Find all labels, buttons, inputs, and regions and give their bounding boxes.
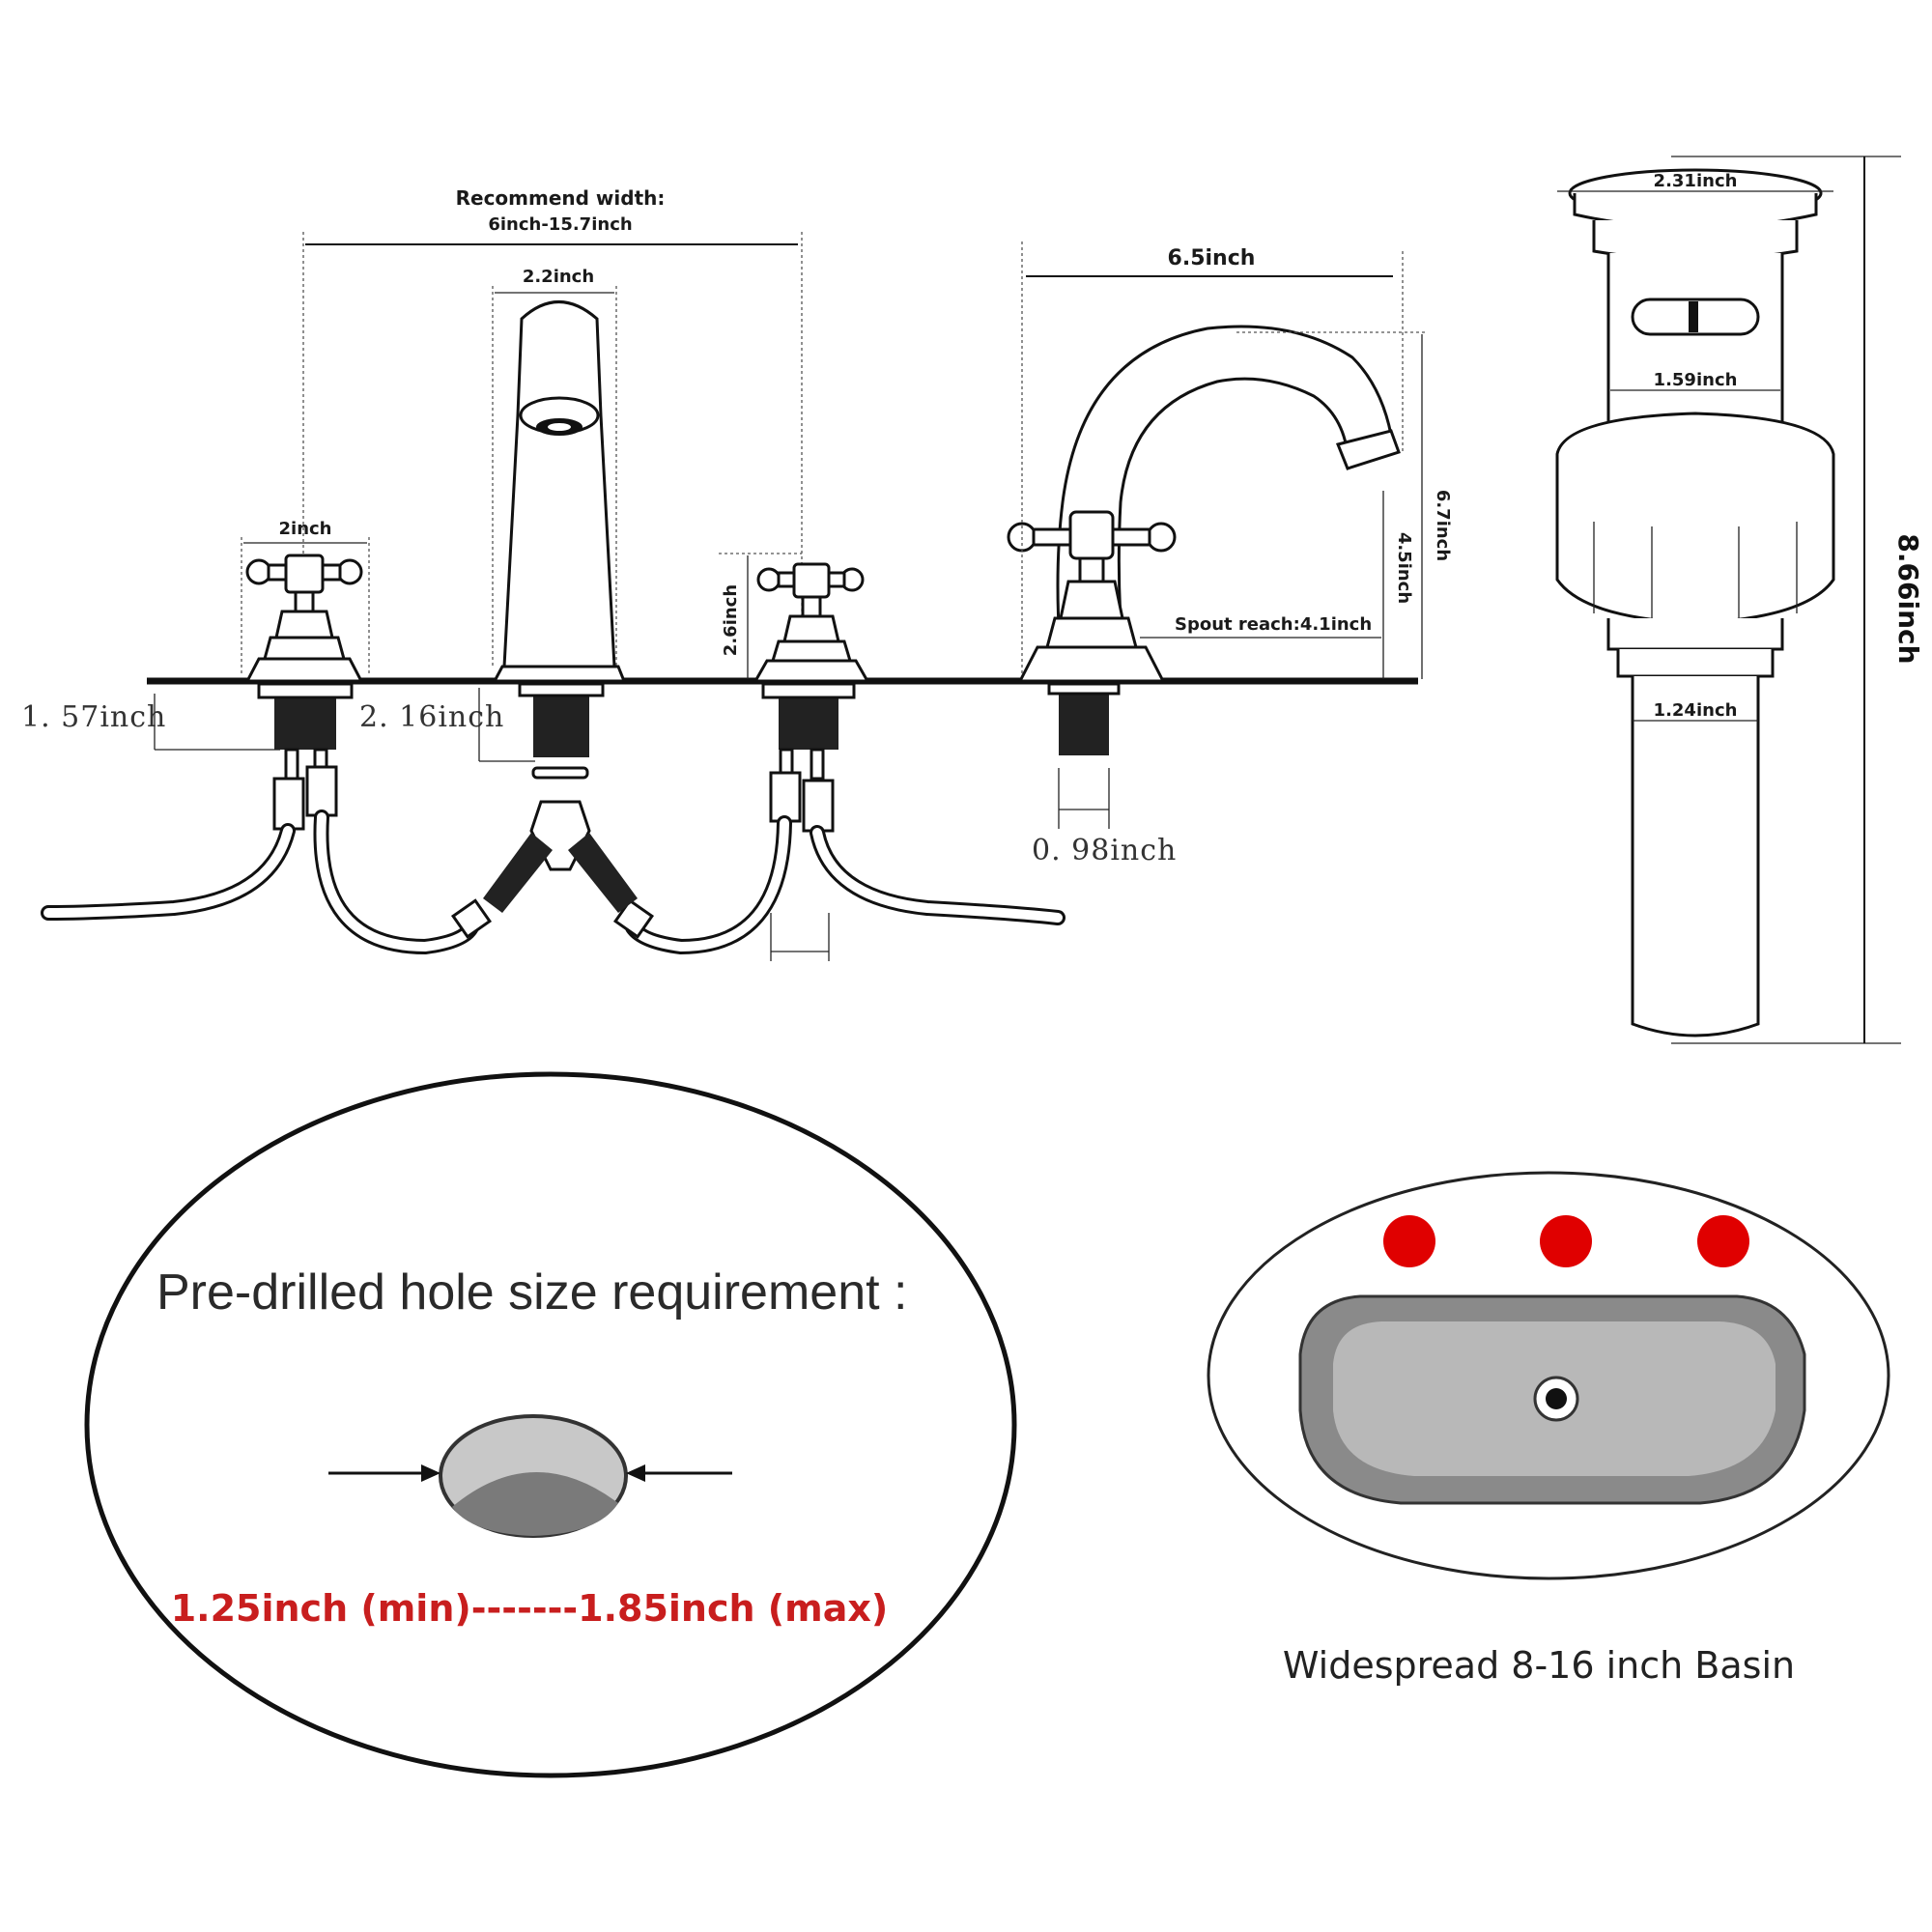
drain-tail-diameter-label: 1.24inch [1654, 700, 1738, 721]
right-handle-base [753, 659, 870, 683]
spout-reach-label: Spout reach:4.1inch [1175, 614, 1372, 635]
side-view-faucet [1007, 325, 1401, 683]
spout-length-label: 6.5inch [1168, 246, 1256, 270]
drain-height-label: 8.66inch [1892, 533, 1924, 664]
spout-body [502, 300, 616, 668]
spout-shank-length-label: 2. 16inch [359, 700, 504, 734]
left-shank [274, 696, 336, 750]
spout-shank [533, 694, 589, 757]
drain-tailpiece [1631, 676, 1760, 1037]
basin-hole-center [1540, 1215, 1592, 1267]
supply-hoses [41, 748, 1065, 955]
hole-requirement-panel: Pre-drilled hole size requirement : 1.25… [84, 1071, 1017, 1778]
drain-body-diameter-label: 1.59inch [1654, 370, 1738, 390]
left-hose-nut-1 [272, 777, 305, 831]
right-handle-cross [792, 562, 831, 599]
drain-diagram: 2.31inch 1.59inch 1.24inch 8.66inch [1555, 156, 1924, 1044]
spout-height-label: 4.5inch [1394, 532, 1414, 604]
handle-width-label: 2inch [279, 519, 332, 539]
shank-diameter-label: 0. 98inch [1032, 834, 1177, 867]
left-handle-cross [284, 554, 325, 594]
handle-height-label: 2.6inch [721, 584, 741, 656]
side-handle-cross [1068, 510, 1115, 560]
right-hose-nut-1 [769, 771, 802, 823]
center-spout [492, 300, 627, 683]
spout-width-label: 2.2inch [523, 267, 594, 287]
recommend-width-title: Recommend width: [456, 186, 666, 210]
basin-panel: Widespread 8-16 inch Basin [1207, 1171, 1890, 1687]
spout-base [492, 665, 627, 683]
recommend-width-value: 6inch-15.7inch [488, 214, 632, 235]
drain-top-diameter-label: 2.31inch [1654, 171, 1738, 191]
right-handle [753, 562, 870, 683]
drain-body [1606, 253, 1784, 435]
left-handle-base [244, 657, 364, 683]
handle-shank-length-label: 1. 57inch [21, 700, 166, 734]
right-hose-nut-2 [802, 779, 835, 833]
side-spout-shank [1059, 692, 1109, 755]
side-spout-arc [1056, 325, 1393, 683]
total-height-label: 6.7inch [1433, 490, 1453, 561]
faucet-diagram: Recommend width: 6inch-15.7inch 2.2inch [21, 186, 1453, 961]
side-spout-tip [1335, 429, 1401, 470]
side-faucet-base [1017, 645, 1166, 683]
left-handle [244, 554, 364, 683]
basin-hole-left [1383, 1215, 1435, 1267]
left-hose-nut-2 [305, 765, 338, 817]
basin-caption: Widespread 8-16 inch Basin [1283, 1644, 1795, 1687]
right-shank [779, 696, 838, 750]
hole-size-range: 1.25inch (min)-------1.85inch (max) [171, 1587, 889, 1630]
hole-requirement-title: Pre-drilled hole size requirement : [156, 1264, 907, 1321]
basin-hole-right [1697, 1215, 1749, 1267]
